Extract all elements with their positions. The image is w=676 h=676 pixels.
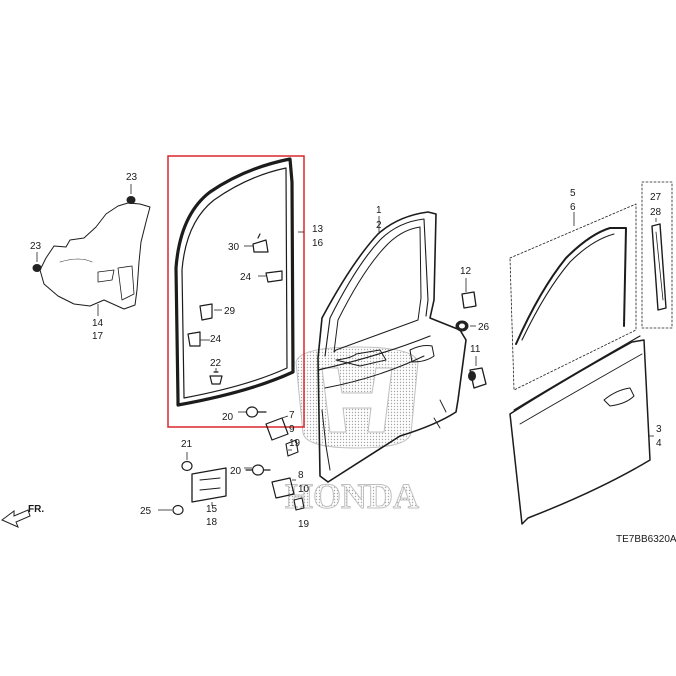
callout-18: 18: [206, 517, 218, 528]
callout-3: 3: [656, 424, 662, 435]
callout-11: 11: [470, 344, 481, 355]
weatherstrip-highlight-box: [167, 155, 305, 428]
callout-4: 4: [656, 438, 662, 449]
water-shield: [39, 202, 151, 310]
door-outer-skin: [509, 335, 651, 525]
diagram-code: TE7BB6320A: [616, 534, 676, 545]
clip-23-upper: [126, 196, 136, 204]
callout-22: 22: [210, 358, 222, 369]
callout-23: 23: [30, 241, 42, 252]
front-direction-arrow: FR.: [1, 504, 44, 528]
callout-28: 28: [650, 207, 662, 218]
callout-27: 27: [650, 192, 662, 203]
honda-wordmark: HONDA: [285, 476, 419, 516]
callout-25: 25: [140, 506, 152, 517]
callout-19: 19: [298, 519, 310, 530]
callout-10: 10: [298, 484, 310, 495]
callout-7: 7: [289, 410, 295, 421]
callout-23: 23: [126, 172, 138, 183]
callout-19: 19: [289, 438, 301, 449]
callout-24: 24: [240, 272, 252, 283]
door-weatherstrip: [174, 157, 295, 407]
door-visor: [509, 203, 637, 391]
callout-12: 12: [460, 266, 472, 277]
callout-21: 21: [181, 439, 193, 450]
callout-20: 20: [222, 412, 234, 423]
callout-14: 14: [92, 318, 104, 329]
callout-1: 1: [376, 205, 382, 216]
callout-9: 9: [289, 424, 295, 435]
clip-23-lower: [32, 264, 42, 272]
callout-8: 8: [298, 470, 304, 481]
callout-29: 29: [224, 306, 236, 317]
leader-lines: [36, 184, 657, 511]
callout-labels: 23 23 14 17 13 16 30 24 29 24 22 1 2 12 …: [30, 172, 662, 530]
pillar-garnish: [641, 181, 673, 329]
callout-5: 5: [570, 188, 576, 199]
weatherstrip-clips: [187, 233, 283, 385]
callout-24: 24: [210, 334, 222, 345]
door-hinges: [245, 406, 305, 511]
callout-15: 15: [206, 504, 218, 515]
callout-13: 13: [312, 224, 324, 235]
callout-16: 16: [312, 238, 324, 249]
callout-6: 6: [570, 202, 576, 213]
callout-30: 30: [228, 242, 240, 253]
callout-26: 26: [478, 322, 490, 333]
honda-logo-watermark: HONDA: [285, 346, 420, 517]
callout-2: 2: [376, 220, 382, 231]
small-right-parts: [455, 291, 487, 389]
svg-text:FR.: FR.: [28, 504, 44, 515]
callout-17: 17: [92, 331, 104, 342]
front-door: [317, 211, 467, 483]
door-checker: [172, 460, 227, 516]
callout-20: 20: [230, 466, 242, 477]
